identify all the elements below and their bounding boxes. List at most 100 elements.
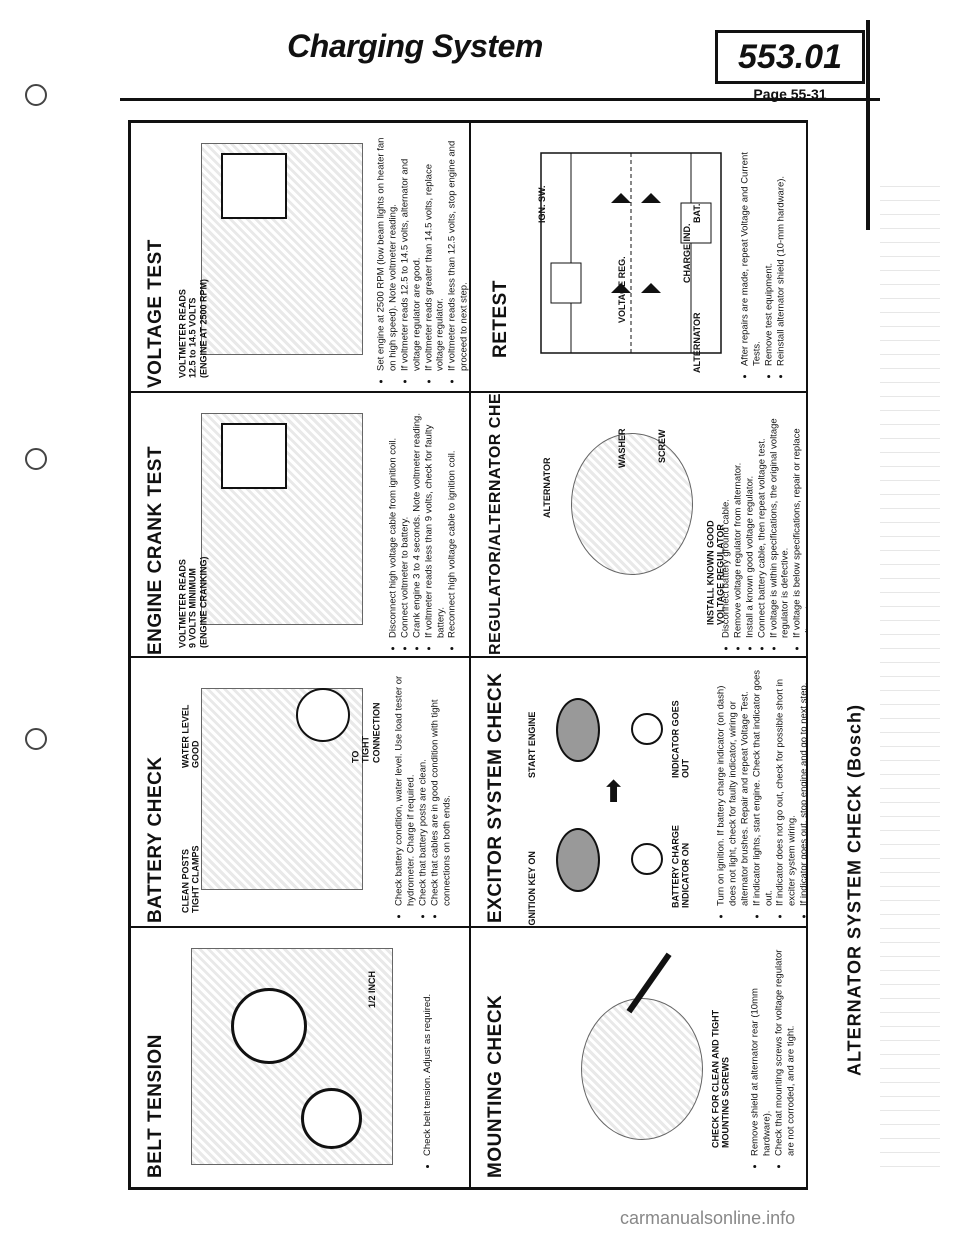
- cell-mounting-check: MOUNTING CHECK CHECK FOR CLEAN AND TIGHT…: [470, 927, 808, 1188]
- label: WATER LEVEL: [180, 704, 191, 768]
- step: If voltmeter reads less than 12.5 volts,…: [447, 133, 469, 371]
- readout-line: 9 VOLTS MINIMUM: [187, 568, 198, 648]
- label: CLEAN POSTS: [180, 848, 191, 913]
- label: MOUNTING SCREWS: [721, 1057, 731, 1148]
- step: Disconnect battery ground cable.: [721, 400, 733, 638]
- retest-label: VOLTAGE REG.: [612, 243, 630, 323]
- label: SCREW: [657, 429, 667, 464]
- label: GOOD: [191, 740, 201, 768]
- page-title: Charging System: [287, 28, 543, 64]
- cell-battery-check: BATTERY CHECK CLEAN POSTS TIGHT CLAMPS W…: [130, 657, 470, 927]
- step: After repairs are made, repeat Voltage a…: [739, 138, 763, 366]
- ignition-key-icon: [556, 828, 600, 892]
- regulator-title: REGULATOR/ALTERNATOR CHECK: [487, 392, 504, 655]
- step: Connect battery cable, then repeat volta…: [756, 400, 768, 638]
- watermark: carmanualsonline.info: [620, 1208, 796, 1228]
- engine-crank-title-wrap: ENGINE CRANK TEST: [145, 395, 167, 655]
- step: If voltmeter reads greater than 14.5 vol…: [423, 133, 447, 371]
- mounting-steps: Remove shield at alternator rear (10mm h…: [745, 948, 797, 1168]
- voltage-test-title: VOLTAGE TEST: [145, 239, 166, 388]
- voltmeter-icon: [221, 423, 287, 489]
- binder-hole-icon: [25, 84, 47, 106]
- regulator-label: WASHER: [612, 398, 630, 468]
- retest-label: ALTERNATOR: [687, 273, 705, 374]
- label: CHECK FOR CLEAN AND TIGHT: [710, 1009, 721, 1148]
- step: Set engine at 2500 RPM (low beam lights …: [376, 133, 400, 371]
- readout-line: (ENGINE AT 2500 RPM): [198, 278, 209, 378]
- procedure-grid: VOLTAGE TEST VOLTMETER READS 12.5 to 14.…: [128, 120, 808, 1190]
- step: Install a known good voltage regulator.: [744, 400, 756, 638]
- step: If voltmeter reads less than 9 volts, ch…: [423, 400, 447, 638]
- belt-tension-title-wrap: BELT TENSION: [145, 938, 167, 1178]
- cell-retest: RETEST IGN. SW. BAT. CHARGE IND. VOLTAGE…: [470, 122, 808, 392]
- step: If indicator lights, start engine. Check…: [751, 668, 775, 906]
- section-number: 553.01: [715, 30, 865, 84]
- step: Remove shield at alternator rear (10mm h…: [749, 948, 773, 1156]
- battery-label: CLEAN POSTS TIGHT CLAMPS: [180, 813, 202, 914]
- mounting-label: CHECK FOR CLEAN AND TIGHT MOUNTING SCREW…: [711, 968, 732, 1148]
- battery-check-title: BATTERY CHECK: [145, 756, 166, 923]
- voltage-test-steps: Set engine at 2500 RPM (low beam lights …: [372, 133, 470, 383]
- header-rule: [120, 98, 880, 101]
- retest-label: CHARGE IND.: [677, 193, 695, 283]
- step: Check belt tension. Adjust as required.: [422, 948, 434, 1156]
- engine-crank-title: ENGINE CRANK TEST: [145, 445, 166, 655]
- step: Reinstall alternator shield (10-mm hardw…: [775, 138, 787, 366]
- label: CONNECTION: [371, 702, 382, 764]
- readout-line: (ENGINE CRANKING): [198, 556, 209, 649]
- step: Check battery condition, water level. Us…: [393, 668, 417, 906]
- cell-voltage-test: VOLTAGE TEST VOLTMETER READS 12.5 to 14.…: [130, 122, 470, 392]
- cell-exciter-check: EXCITOR SYSTEM CHECK IGNITION KEY ON STA…: [470, 657, 808, 927]
- label: OUT: [681, 759, 691, 778]
- readout-line: VOLTMETER READS: [177, 559, 188, 648]
- step: Check that cables are in good condition …: [429, 668, 453, 907]
- vertical-rule: [866, 20, 870, 230]
- binder-hole-icon: [25, 728, 47, 750]
- alternator-illustration: [571, 433, 693, 575]
- cell-regulator-check: REGULATOR/ALTERNATOR CHECK ALTERNATOR WA…: [470, 392, 808, 657]
- voltage-test-readout: VOLTMETER READS 12.5 to 14.5 VOLTS (ENGI…: [177, 148, 208, 378]
- arrow-up-icon: ⬆: [601, 776, 627, 809]
- label: TIGHT CLAMPS: [191, 845, 201, 914]
- adjacent-page-edge: [880, 180, 940, 1180]
- regulator-label: SCREW: [652, 403, 670, 464]
- retest-title: RETEST: [490, 280, 511, 358]
- pulley-icon: [301, 1088, 362, 1149]
- side-caption: ALTERNATOR SYSTEM CHECK (Bosch): [835, 610, 875, 1170]
- label: INDICATOR GOES: [670, 700, 681, 778]
- alternator-illustration: [581, 998, 703, 1140]
- label: IGNITION KEY ON: [527, 851, 537, 927]
- exciter-steps: Turn on ignition. If battery charge indi…: [712, 668, 808, 918]
- step: If indicator does not go out, check for …: [775, 668, 799, 906]
- belt-tension-title: BELT TENSION: [145, 1034, 166, 1178]
- engine-crank-steps: Disconnect high voltage cable from ignit…: [383, 400, 458, 650]
- exciter-label: INDICATOR GOES OUT: [671, 678, 692, 778]
- engine-crank-readout: VOLTMETER READS 9 VOLTS MINIMUM (ENGINE …: [177, 418, 209, 649]
- step: Disconnect high voltage cable from ignit…: [387, 400, 399, 638]
- voltmeter-icon: [221, 153, 287, 219]
- label: TIGHT: [360, 736, 371, 763]
- binder-hole-icon: [25, 448, 47, 470]
- readout-line: VOLTMETER READS: [177, 289, 188, 378]
- label: VOLTAGE REG.: [617, 256, 627, 323]
- step: Reconnect high voltage cable to ignition…: [447, 400, 459, 638]
- side-caption-text: ALTERNATOR SYSTEM CHECK (Bosch): [844, 703, 865, 1077]
- step: Check that mounting screws for voltage r…: [773, 948, 797, 1156]
- battery-check-steps: Check battery condition, water level. Us…: [389, 668, 452, 918]
- step: Turn on ignition. If battery charge indi…: [716, 668, 752, 906]
- charging-circuit-diagram: [540, 152, 722, 354]
- step: If voltmeter reads 12.5 to 14.5 volts, a…: [399, 133, 423, 371]
- battery-label: TO TIGHT CONNECTION: [350, 673, 382, 764]
- mounting-title: MOUNTING CHECK: [485, 994, 506, 1178]
- mounting-title-wrap: MOUNTING CHECK: [485, 938, 507, 1178]
- step: If voltage is within specifications, the…: [768, 400, 792, 638]
- regulator-label: ALTERNATOR: [537, 428, 555, 519]
- label: BATTERY CHARGE: [670, 825, 681, 908]
- indicator-off-icon: [631, 713, 663, 750]
- regulator-steps: Disconnect battery ground cable. Remove …: [717, 400, 808, 650]
- readout-line: 12.5 to 14.5 VOLTS: [187, 297, 198, 378]
- label: INSTALL KNOWN GOOD: [705, 520, 716, 625]
- retest-label: IGN. SW.: [532, 143, 550, 223]
- retest-steps: After repairs are made, repeat Voltage a…: [735, 138, 787, 378]
- step: Connect voltmeter to battery.: [399, 400, 411, 638]
